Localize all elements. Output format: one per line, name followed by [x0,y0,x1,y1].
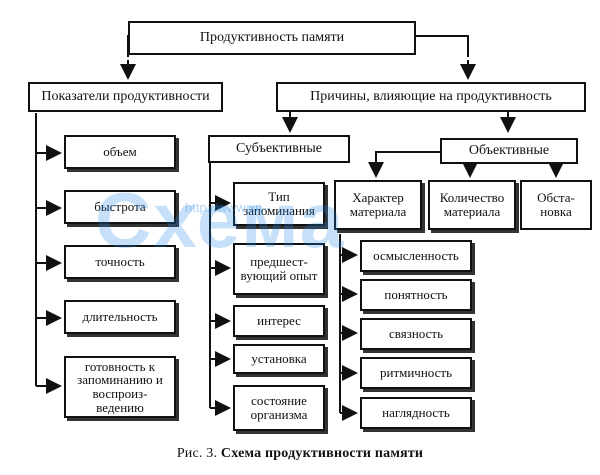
objective-box-2: Обста-новка [520,180,592,230]
right-header-box: Причины, влияющие на продуктивность [276,82,586,112]
material-trait-box-0: осмысленность [360,240,472,272]
subjective-box-1: предшест-вующий опыт [233,243,325,295]
left-header-box: Показатели продуктивности [28,82,223,112]
figure-caption: Рис. 3. Схема продуктивности памяти [0,446,600,462]
indicator-box-3: длительность [64,300,176,334]
indicator-box-2: точность [64,245,176,279]
caption-prefix: Рис. 3. [176,446,218,461]
objective-header-box: Объективные [440,138,578,164]
material-trait-box-4: наглядность [360,397,472,429]
subjective-box-2: интерес [233,305,325,337]
indicator-box-1: быстрота [64,190,176,224]
material-trait-box-1: понятность [360,279,472,311]
subjective-box-4: состояние организма [233,385,325,431]
subjective-header-box: Субъективные [208,135,350,163]
watermark-url: http://www.xn-- [185,200,271,215]
indicator-box-4: готовность к запоминанию и воспроиз-веде… [64,356,176,418]
material-trait-box-3: ритмичность [360,357,472,389]
material-trait-box-2: связность [360,318,472,350]
subjective-box-3: установка [233,344,325,374]
subjective-box-0: Тип запоминания [233,182,325,226]
caption-title: Схема продуктивности памяти [220,446,424,461]
indicator-box-0: объем [64,135,176,169]
root-box: Продуктивность памяти [128,21,416,55]
objective-box-1: Количество материала [428,180,516,230]
objective-box-0: Характер материала [334,180,422,230]
